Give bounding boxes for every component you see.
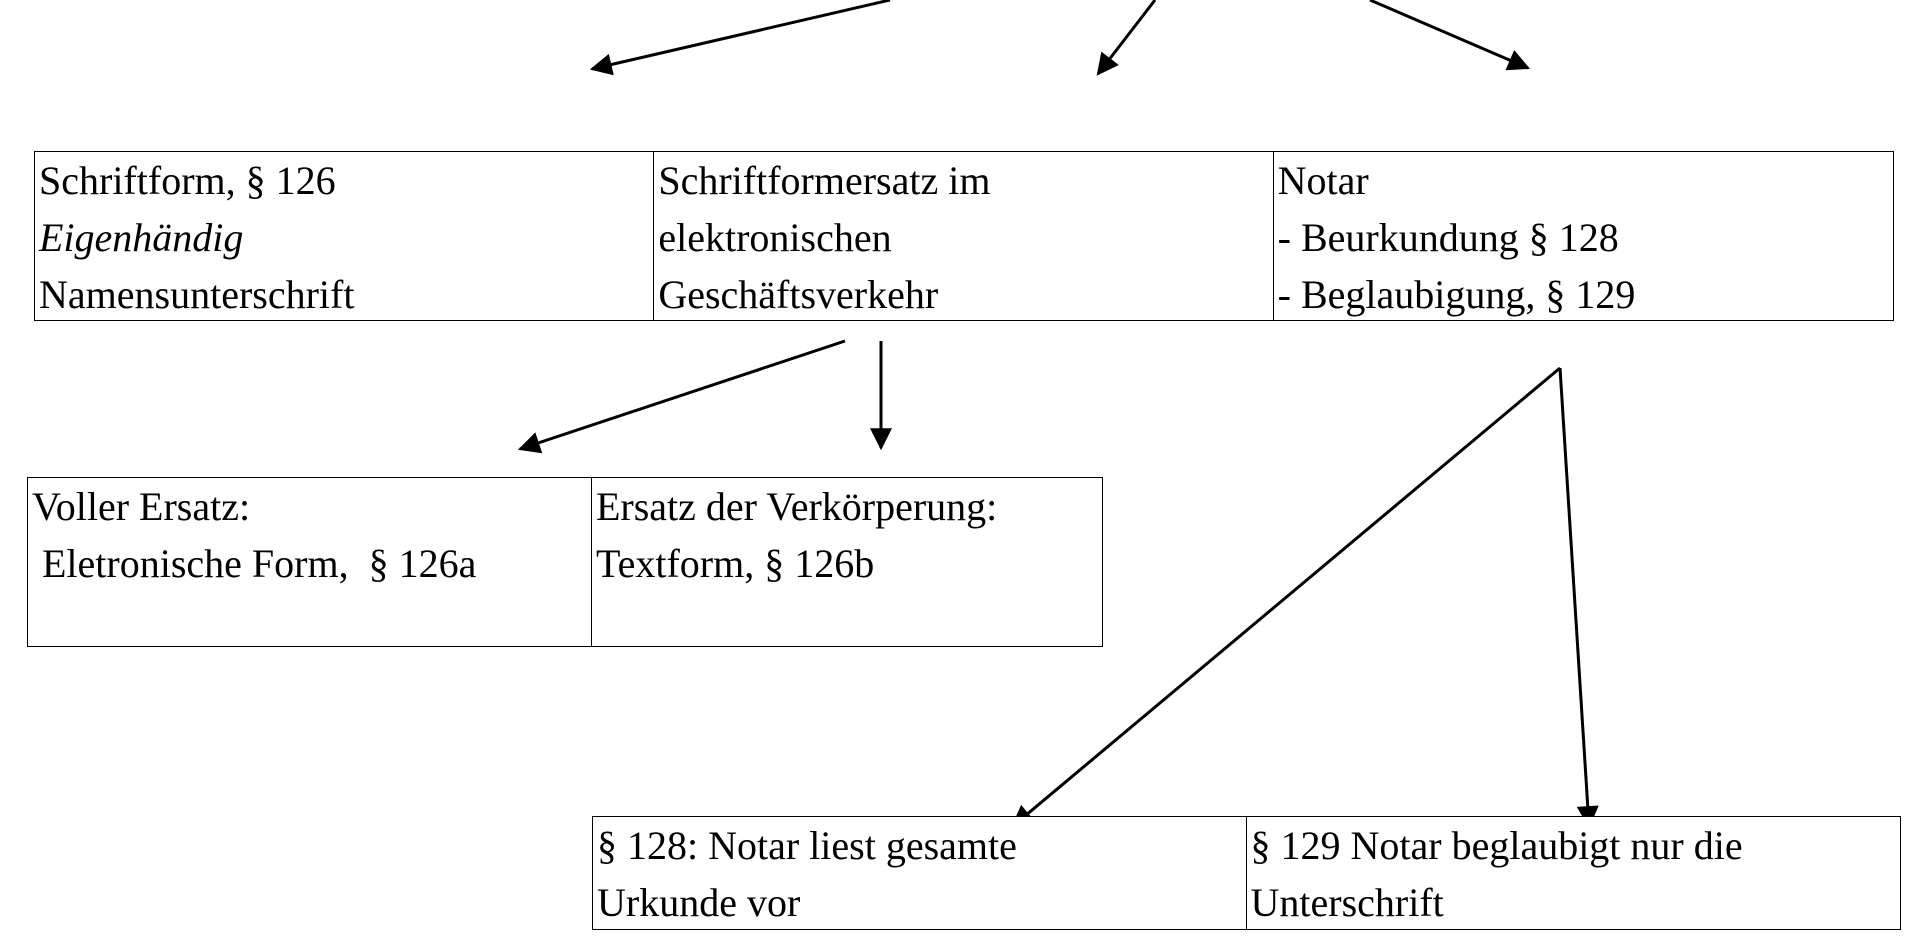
arrow-notar-to-129 bbox=[1558, 367, 1599, 829]
beglaubigung-line2: Unterschrift bbox=[1250, 880, 1444, 925]
beurkundung-line1: § 128: Notar liest gesamte bbox=[597, 823, 1017, 868]
arrow-notar-to-128 bbox=[1011, 366, 1561, 828]
beglaubigung-box: § 129 Notar beglaubigt nur die Unterschr… bbox=[1247, 817, 1901, 929]
schriftformersatz-line3: Geschäftsverkehr bbox=[658, 272, 939, 317]
schriftformersatz-line1: Schriftformersatz im bbox=[658, 158, 991, 203]
schriftformersatz-line2: elektronischen bbox=[658, 215, 892, 260]
top-row-table: Schriftform, § 126 Eigenhändig Namensunt… bbox=[34, 151, 1894, 321]
beglaubigung-line1: § 129 Notar beglaubigt nur die bbox=[1250, 823, 1743, 868]
voller-ersatz-box: Voller Ersatz: Eletronische Form, § 126a bbox=[28, 478, 592, 646]
schriftform-namensunterschrift: Namensunterschrift bbox=[39, 272, 355, 317]
schriftformersatz-box: Schriftformersatz im elektronischen Gesc… bbox=[654, 152, 1274, 320]
ersatz-verkoerperung-box: Ersatz der Verkörperung: Textform, § 126… bbox=[592, 478, 1102, 646]
notar-beglaubigung: - Beglaubigung, § 129 bbox=[1277, 272, 1636, 317]
voller-ersatz-title: Voller Ersatz: bbox=[32, 484, 251, 529]
arrow-to-schriftformersatz bbox=[1096, 0, 1157, 76]
schriftform-title: Schriftform, § 126 bbox=[39, 158, 336, 203]
beurkundung-line2: Urkunde vor bbox=[597, 880, 801, 925]
ersatz-verkoerperung-title: Ersatz der Verkörperung: bbox=[595, 484, 998, 529]
arrow-to-voller-ersatz bbox=[517, 339, 846, 454]
schriftform-box: Schriftform, § 126 Eigenhändig Namensunt… bbox=[35, 152, 655, 320]
voller-ersatz-elektronische-form: Eletronische Form, § 126a bbox=[32, 541, 477, 586]
schriftform-eigenhaendig: Eigenhändig bbox=[39, 215, 244, 260]
arrow-to-notar bbox=[1369, 0, 1531, 71]
notar-beurkundung: - Beurkundung § 128 bbox=[1277, 215, 1619, 260]
notar-box: Notar - Beurkundung § 128 - Beglaubigung… bbox=[1274, 152, 1893, 320]
middle-row-table: Voller Ersatz: Eletronische Form, § 126a… bbox=[27, 477, 1103, 647]
notar-title: Notar bbox=[1277, 158, 1369, 203]
beurkundung-box: § 128: Notar liest gesamte Urkunde vor bbox=[593, 817, 1247, 929]
ersatz-verkoerperung-textform: Textform, § 126b bbox=[595, 541, 875, 586]
bottom-row-table: § 128: Notar liest gesamte Urkunde vor §… bbox=[592, 816, 1901, 930]
arrow-to-schriftform bbox=[589, 0, 891, 76]
